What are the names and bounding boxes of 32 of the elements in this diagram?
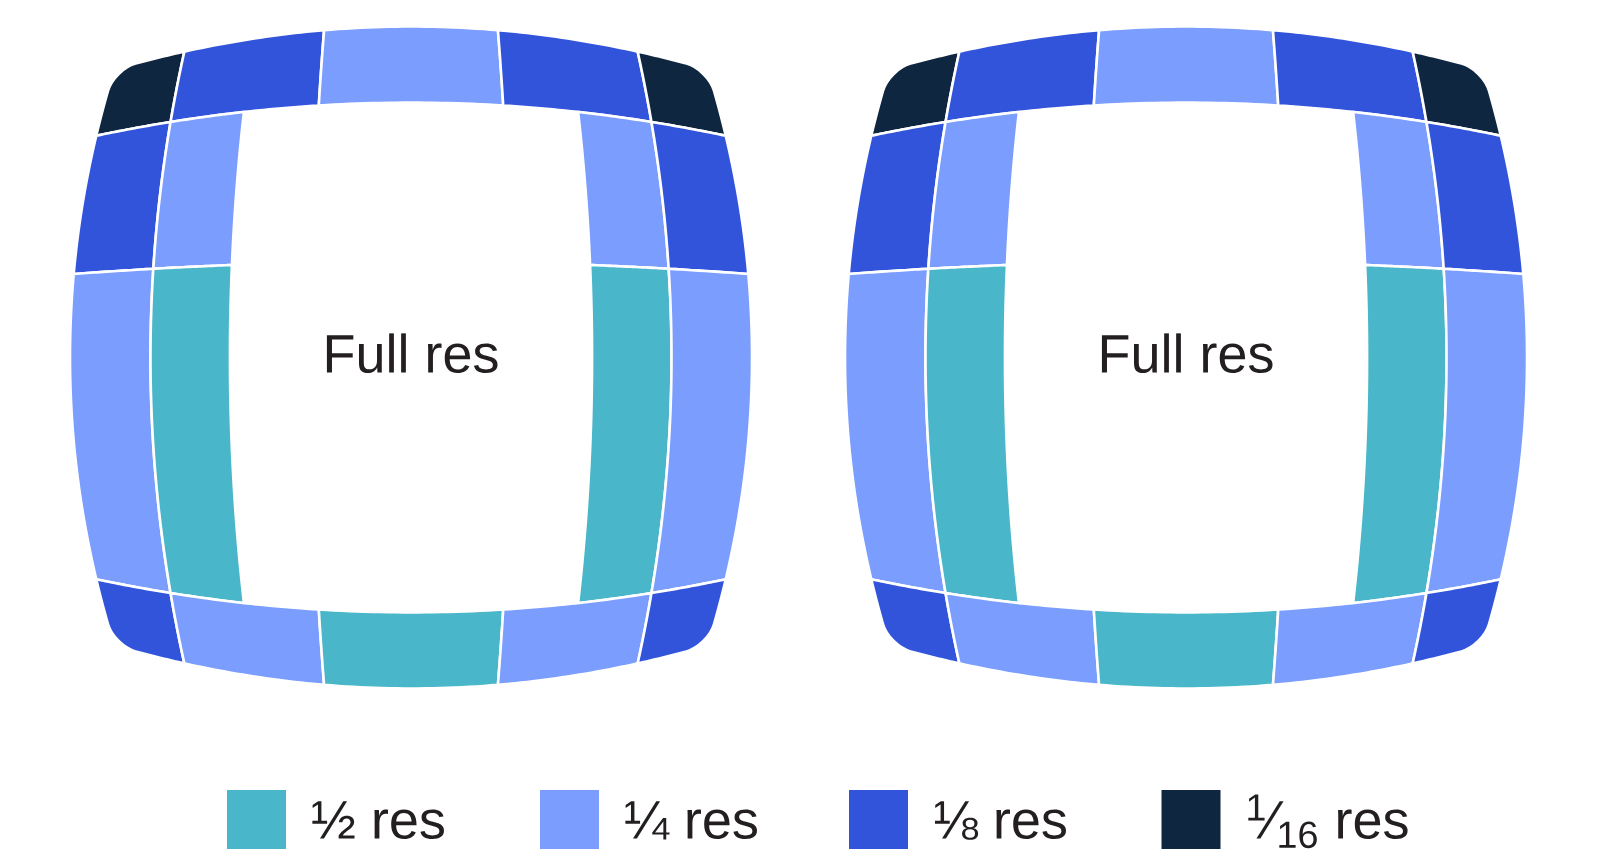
zone-label: Full res: [326, 333, 498, 374]
lens-tile: [1092, 25, 1280, 107]
lens-tile: [1351, 263, 1448, 605]
lens-tile: [847, 120, 947, 276]
zone-label: Full res: [1101, 333, 1273, 374]
legend-label: ¼ res: [625, 801, 757, 840]
lens-tile: [1425, 267, 1529, 595]
legend-label: ⅛ res: [935, 801, 1066, 840]
lens-tile: [650, 267, 754, 595]
lens-tile: [317, 25, 505, 107]
lens-tile: [169, 28, 326, 124]
lens-tile: [169, 591, 326, 687]
legend-label: ½ res: [312, 801, 444, 840]
lens-tile: [927, 110, 1021, 271]
lens-tile: [95, 577, 186, 665]
lens-tile: [870, 577, 961, 665]
lens-tile: [636, 577, 728, 665]
lens-tile: [1271, 591, 1428, 687]
lens-tile: [944, 591, 1101, 687]
lens-tile: [1092, 608, 1280, 690]
lens-tile: [496, 591, 653, 687]
lens-tile: [149, 263, 246, 605]
lens-tile: [1411, 577, 1503, 665]
lens-tile: [72, 120, 172, 276]
lens-tile: [944, 28, 1101, 124]
lens-tile: [1425, 120, 1525, 276]
lens-tile: [152, 110, 246, 271]
lens-tile: [576, 263, 673, 605]
legend-label: $^{1}$⁄$_{16}$ res: [1248, 794, 1408, 849]
lens-tile: [317, 608, 505, 690]
lens-tile: [650, 120, 750, 276]
lens-tile: [924, 263, 1021, 605]
